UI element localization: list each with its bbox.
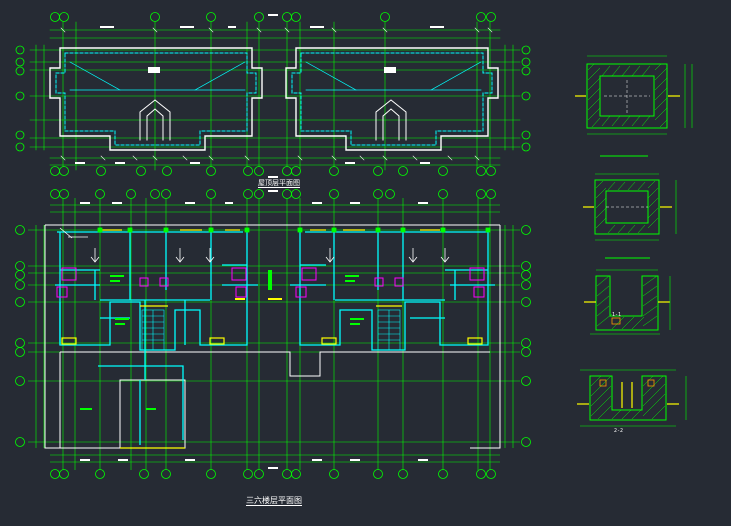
section-1-label-text: 1-1 [612,312,622,318]
section-2-label-text: 2-2 [614,428,624,434]
section-2-label: 2-2 [614,428,623,434]
floor-plan [15,189,531,479]
detail-drawings [575,55,693,427]
roof-plan-caption: 屋顶层平面图 [258,178,300,188]
roof-plan [15,12,531,178]
main-plan-caption-text: 三六楼层平面图 [246,496,302,506]
main-plan-caption: 三六楼层平面图 [246,495,302,506]
roof-plan-caption-text: 屋顶层平面图 [258,179,300,188]
section-1-label: 1-1 [612,312,621,318]
